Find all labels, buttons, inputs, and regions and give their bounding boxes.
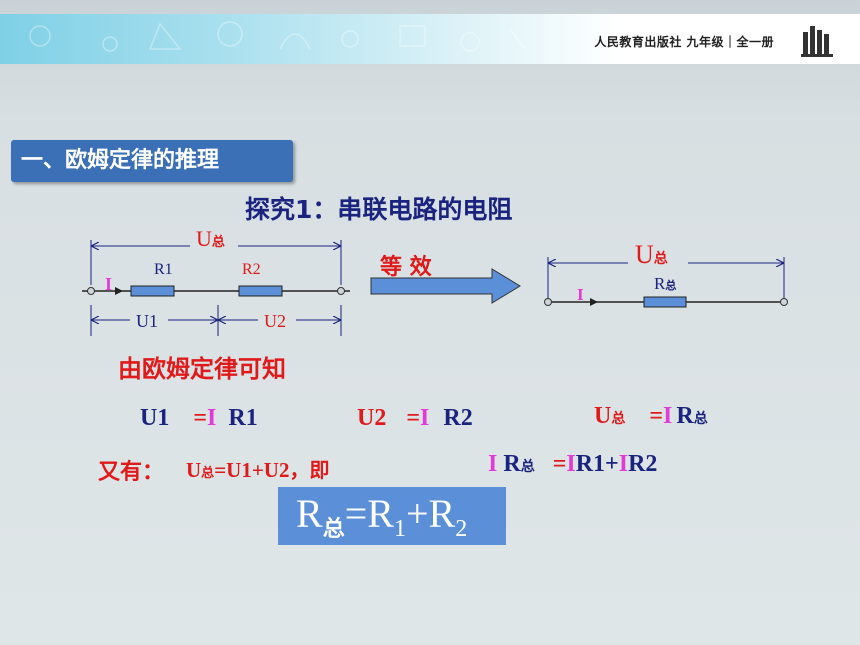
u1-label: U1 [136,311,158,331]
final-formula: R总=R1+R2 [296,491,468,542]
r1-label: R1 [154,261,173,278]
right-u-total-label: U总 [635,240,668,269]
equivalent-label: 等 效 [380,255,432,280]
resistor-r1 [130,285,175,297]
explore-title: 探究1：串联电路的电阻 [245,195,513,224]
ohm-law-text: 由欧姆定律可知 [118,355,286,383]
section-title: 一、欧姆定律的推理 [11,140,293,182]
final-formula-box: R总=R1+R2 [278,487,506,545]
header-pattern [29,21,526,52]
books-logo-icon [801,26,833,57]
also-label: 又有： [98,460,165,485]
u2-label: U2 [264,311,286,331]
rtotal-label: R总 [654,274,677,293]
left-current-label: I [105,274,113,294]
header-bar [0,14,860,64]
resistor-rtotal [643,296,687,308]
left-circuit [82,240,350,336]
r2-label: R2 [242,261,261,278]
also-expression: U总=U1+U2，即 [186,458,330,482]
right-current-label: I [577,285,584,304]
resistor-r2 [238,285,283,297]
left-u-total-label: U总 [196,226,225,251]
equivalent-arrow-icon [370,268,521,304]
publisher-label: 人民教育出版社 九年级｜全一册 [594,35,774,49]
right-circuit [544,257,788,308]
